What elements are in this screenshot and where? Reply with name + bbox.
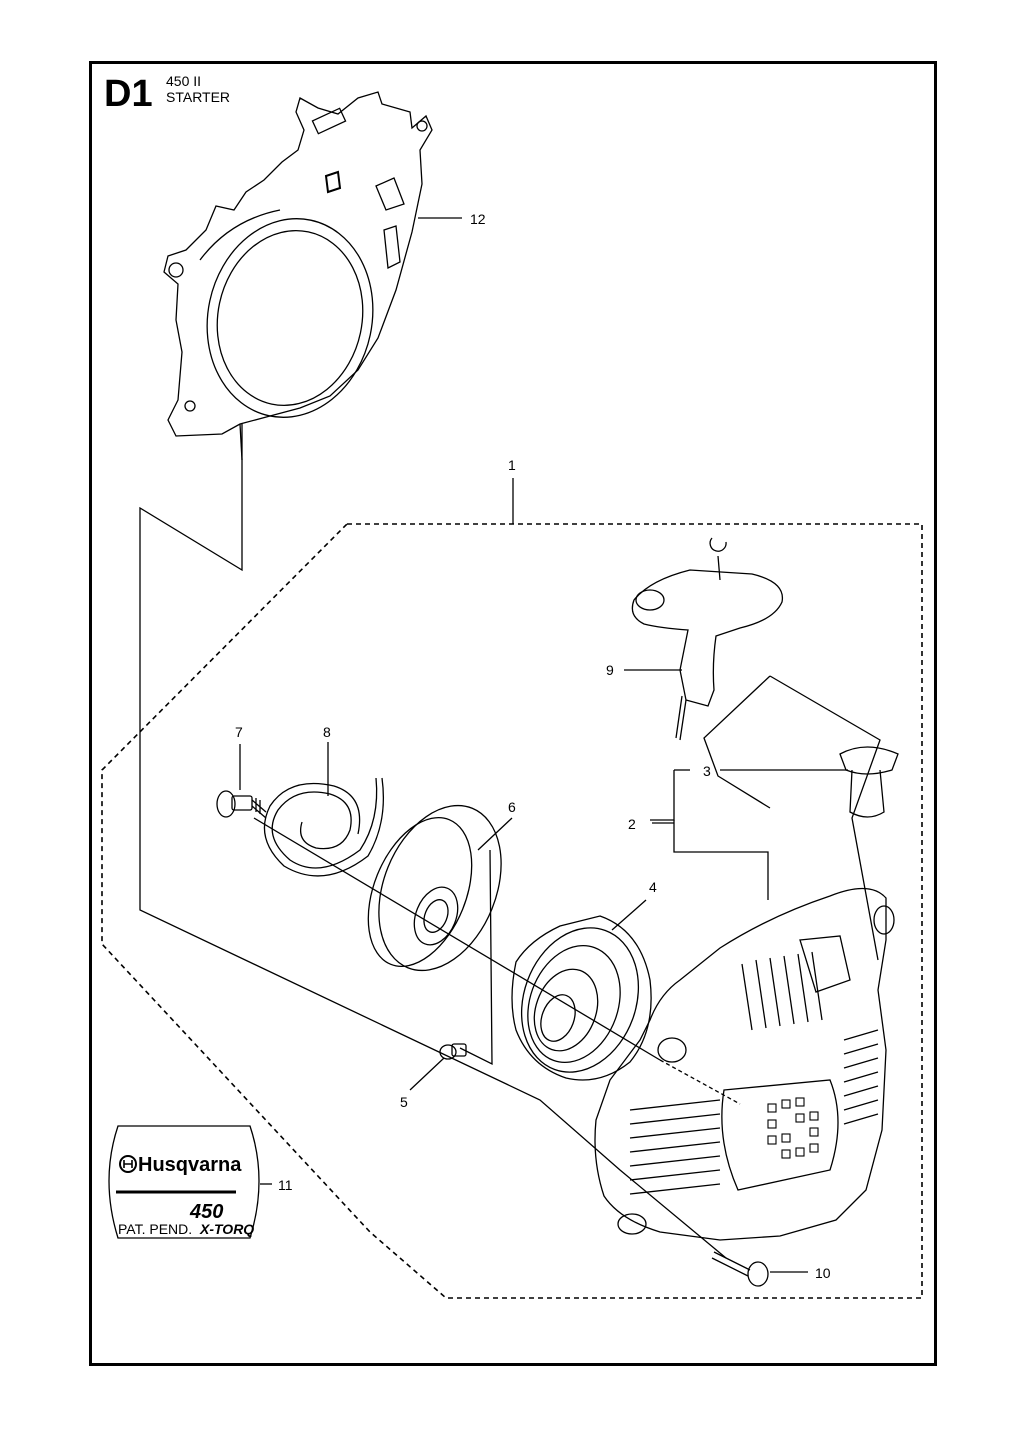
decal-small-left: PAT. PEND. [118,1221,192,1237]
spring-part [263,742,385,877]
starter-cover-part [594,887,895,1241]
starter-handle-part [624,537,784,741]
decal-model: 450 [189,1201,223,1223]
callout-4: 4 [649,879,657,895]
callout-5: 5 [400,1094,408,1110]
screw-long-part [711,1251,808,1287]
callout-10: 10 [815,1265,831,1281]
model-name: 450 II [166,73,202,89]
callout-1: 1 [508,457,516,473]
decal-brand: Husqvarna [138,1154,242,1176]
callout-9: 9 [606,662,614,678]
assembly-boundary [101,523,923,1299]
callout-11: 11 [278,1177,293,1193]
husqvarna-crown-icon [119,1155,137,1173]
section-code: D1 [104,73,153,115]
callout-8: 8 [323,724,331,740]
diagram-frame [89,61,937,1366]
callout-3: 3 [703,763,711,779]
callout-2: 2 [628,816,636,832]
decal-part [108,1125,272,1239]
pulley-part [367,804,513,972]
decal-small-right: X-TORQ [199,1221,254,1237]
fan-housing-part [163,91,462,461]
rewind-spring-part [511,899,652,1081]
callout-6: 6 [508,799,516,815]
screw-part [216,744,267,819]
bushing-part [650,675,899,961]
section-title: STARTER [166,89,231,105]
screw-small-part [409,849,493,1091]
callout-12: 12 [470,211,486,227]
callout-7: 7 [235,724,243,740]
